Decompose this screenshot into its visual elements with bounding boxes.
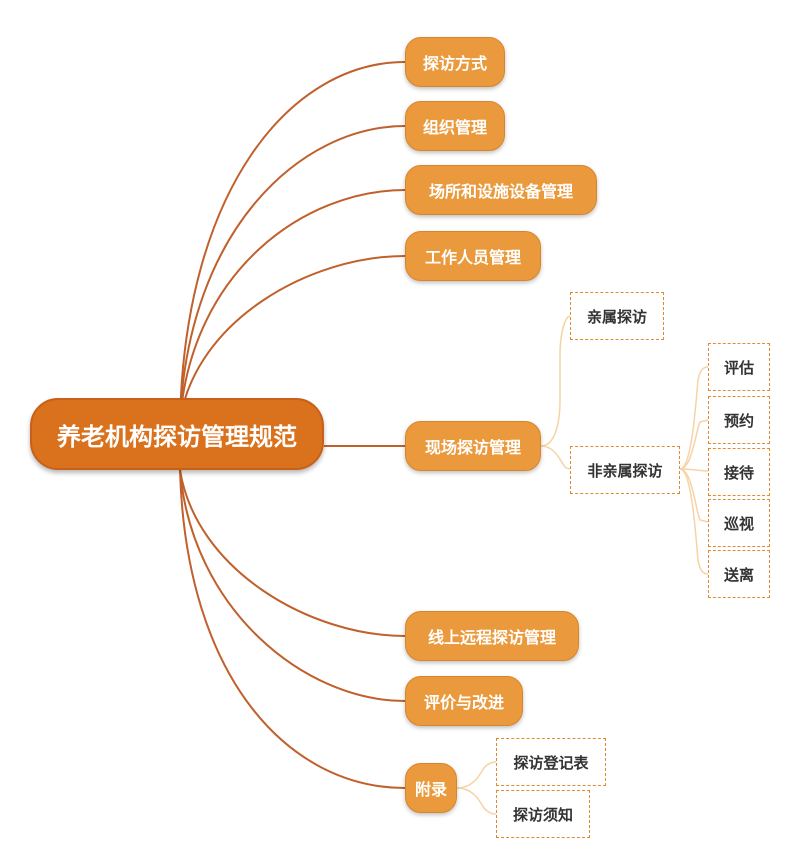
leaf-step-patrol[interactable]: 巡视 [708,499,770,547]
leaf-step-appointment[interactable]: 预约 [708,396,770,444]
connector-appendix-to-notice [456,787,497,815]
branch-appendix[interactable]: 附录 [405,763,457,813]
connector-root-to-organization [179,125,406,421]
connector-root-to-evaluation [179,469,406,702]
leaf-non-relative-visit[interactable]: 非亲属探访 [570,446,680,494]
branch-online-visit-management[interactable]: 线上远程探访管理 [405,611,579,661]
leaf-visit-register-form[interactable]: 探访登记表 [496,738,606,786]
connector-onsite-to-nonrelatives [540,445,571,470]
leaf-step-assessment[interactable]: 评估 [708,343,770,391]
connector-nonrelatives-steps [679,366,709,470]
connector-root-to-staff [179,255,406,421]
branch-facilities-management[interactable]: 场所和设施设备管理 [405,165,597,215]
connector-root-to-facilities [179,189,406,421]
branch-staff-management[interactable]: 工作人员管理 [405,231,541,281]
branch-visit-method[interactable]: 探访方式 [405,37,505,87]
branch-organization-management[interactable]: 组织管理 [405,101,505,151]
connector-root-to-online [179,469,406,637]
branch-evaluation-improvement[interactable]: 评价与改进 [405,676,523,726]
leaf-step-reception[interactable]: 接待 [708,448,770,496]
connector-appendix-to-register [456,761,497,789]
leaf-step-departure[interactable]: 送离 [708,550,770,598]
leaf-relative-visit[interactable]: 亲属探访 [570,292,664,340]
root-node[interactable]: 养老机构探访管理规范 [30,398,324,470]
branch-onsite-visit-management[interactable]: 现场探访管理 [405,421,541,471]
connector-onsite-to-relatives [540,315,571,447]
connector-root-to-appendix [179,469,406,789]
leaf-visit-notice[interactable]: 探访须知 [496,790,590,838]
connector-root-to-method [179,61,406,421]
